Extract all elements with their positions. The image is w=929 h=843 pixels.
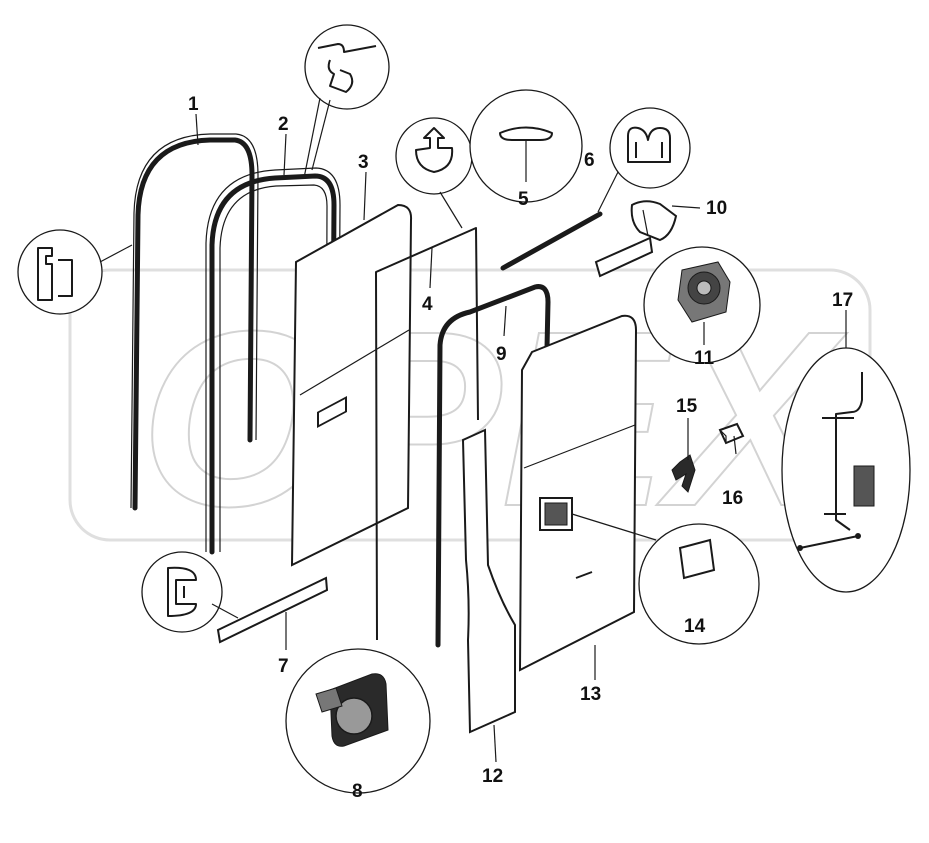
label-part-9: 9	[496, 344, 507, 365]
profile-detail-bubble-7	[141, 551, 239, 633]
outer-door-panel-part	[518, 314, 638, 672]
label-part-1: 1	[188, 94, 199, 115]
bottom-profile-part	[216, 576, 329, 644]
label-part-16: 16	[722, 488, 743, 509]
label-part-3: 3	[358, 152, 369, 173]
label-part-5: 5	[518, 189, 529, 210]
door-handle-part	[594, 200, 678, 278]
trim-strip-part	[461, 428, 516, 734]
label-part-15: 15	[676, 396, 698, 417]
section-detail-bubble-4	[395, 117, 473, 229]
label-part-4: 4	[422, 294, 433, 315]
profile-detail-bubble-2	[303, 24, 390, 179]
insert-detail-bubble-14	[571, 513, 760, 645]
label-part-14: 14	[684, 616, 706, 637]
door-frame-profile-part	[205, 167, 341, 555]
label-part-10: 10	[706, 198, 727, 219]
part-labels: 1 2 3 4 5 6 7 8 9 10 11 12 13 14 15 16 1…	[188, 94, 853, 802]
label-part-7: 7	[278, 656, 289, 677]
label-part-11: 11	[694, 348, 715, 369]
label-part-2: 2	[278, 114, 289, 135]
rubber-strip-part	[500, 211, 603, 271]
inner-door-panel-part	[290, 203, 413, 567]
leader-lines	[195, 113, 737, 763]
small-block-part	[718, 422, 745, 445]
seal-strip-part	[375, 227, 479, 641]
lock-detail-bubble-11	[643, 246, 761, 364]
label-part-17: 17	[832, 290, 853, 311]
inner-seal-frame-part	[435, 284, 551, 648]
latch-detail-bubble-8	[285, 648, 431, 794]
label-part-12: 12	[482, 766, 503, 787]
label-part-13: 13	[580, 684, 601, 705]
label-part-6: 6	[584, 150, 595, 171]
clip-part	[671, 454, 696, 493]
section-detail-bubble-6	[597, 107, 691, 213]
door-seal-frame-part	[130, 133, 259, 511]
section-detail-bubble-5	[469, 89, 583, 203]
profile-detail-bubble-1	[17, 229, 133, 315]
label-part-8: 8	[352, 781, 363, 802]
hose-detail-bubble-17	[781, 310, 911, 593]
